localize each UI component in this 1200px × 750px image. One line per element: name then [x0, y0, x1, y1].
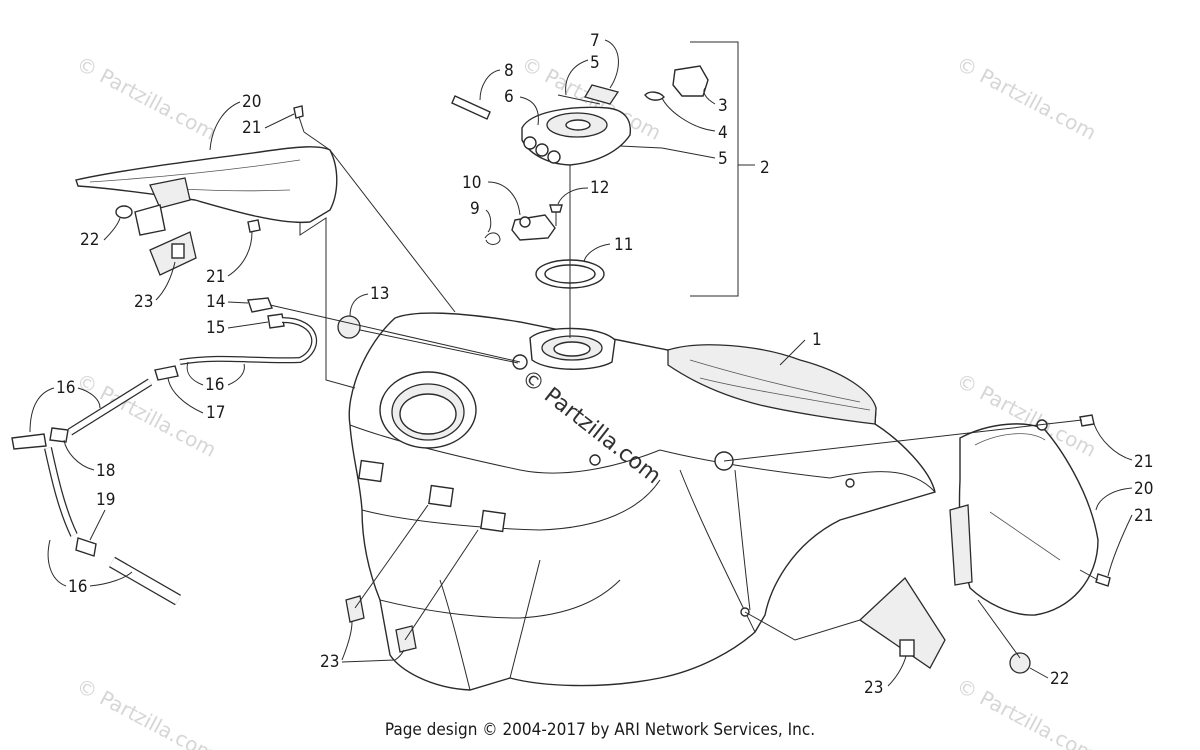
- callout-1: 1: [812, 330, 822, 350]
- callout-22-right: 22: [1050, 669, 1069, 689]
- fuel-tank: [348, 312, 936, 691]
- callout-13: 13: [370, 284, 389, 304]
- callout-10: 10: [462, 173, 481, 193]
- callout-16-top: 16: [56, 378, 75, 398]
- callout-11: 11: [614, 235, 633, 255]
- lower-clips: [345, 504, 479, 653]
- callout-22-left: 22: [80, 230, 99, 250]
- watermark-text: © Partzilla.com: [953, 51, 1101, 145]
- callout-19: 19: [96, 490, 115, 510]
- page-design-footer: Page design © 2004-2017 by ARI Network S…: [384, 720, 816, 740]
- callout-18: 18: [96, 461, 115, 481]
- callout-9: 9: [470, 199, 480, 219]
- callout-5-upper: 5: [590, 53, 600, 73]
- callout-labels: 1 2 3 4 5 5 6 7 8 9 10 12 11: [29, 31, 1153, 698]
- callout-8: 8: [504, 61, 514, 81]
- callout-4: 4: [718, 123, 728, 143]
- callout-12: 12: [590, 178, 609, 198]
- callout-21-left-top: 21: [242, 118, 261, 138]
- callout-23-left: 23: [134, 292, 153, 312]
- callout-14: 14: [206, 292, 225, 312]
- callout-21-right-top: 21: [1134, 452, 1153, 472]
- callout-23-right: 23: [864, 678, 883, 698]
- callout-20-left: 20: [242, 92, 261, 112]
- callout-15: 15: [206, 318, 225, 338]
- hoses-and-fittings: [11, 297, 521, 606]
- callout-21-right-bottom: 21: [1134, 506, 1153, 526]
- callout-3: 3: [718, 96, 728, 116]
- right-side-panel: [723, 414, 1111, 674]
- callout-2: 2: [760, 158, 770, 178]
- callout-6: 6: [504, 87, 514, 107]
- watermark-text: © Partzilla.com: [73, 51, 221, 145]
- callout-16-bottom: 16: [68, 577, 87, 597]
- fuel-pump-assembly: [451, 41, 755, 338]
- callout-5-lower: 5: [718, 149, 728, 169]
- callout-20-right: 20: [1134, 479, 1153, 499]
- callout-17: 17: [206, 403, 225, 423]
- callout-21-left-bottom: 21: [206, 267, 225, 287]
- left-side-panel: [75, 105, 456, 389]
- callout-16-middle: 16: [205, 375, 224, 395]
- callout-23-bottom: 23: [320, 652, 339, 672]
- callout-7: 7: [590, 31, 600, 51]
